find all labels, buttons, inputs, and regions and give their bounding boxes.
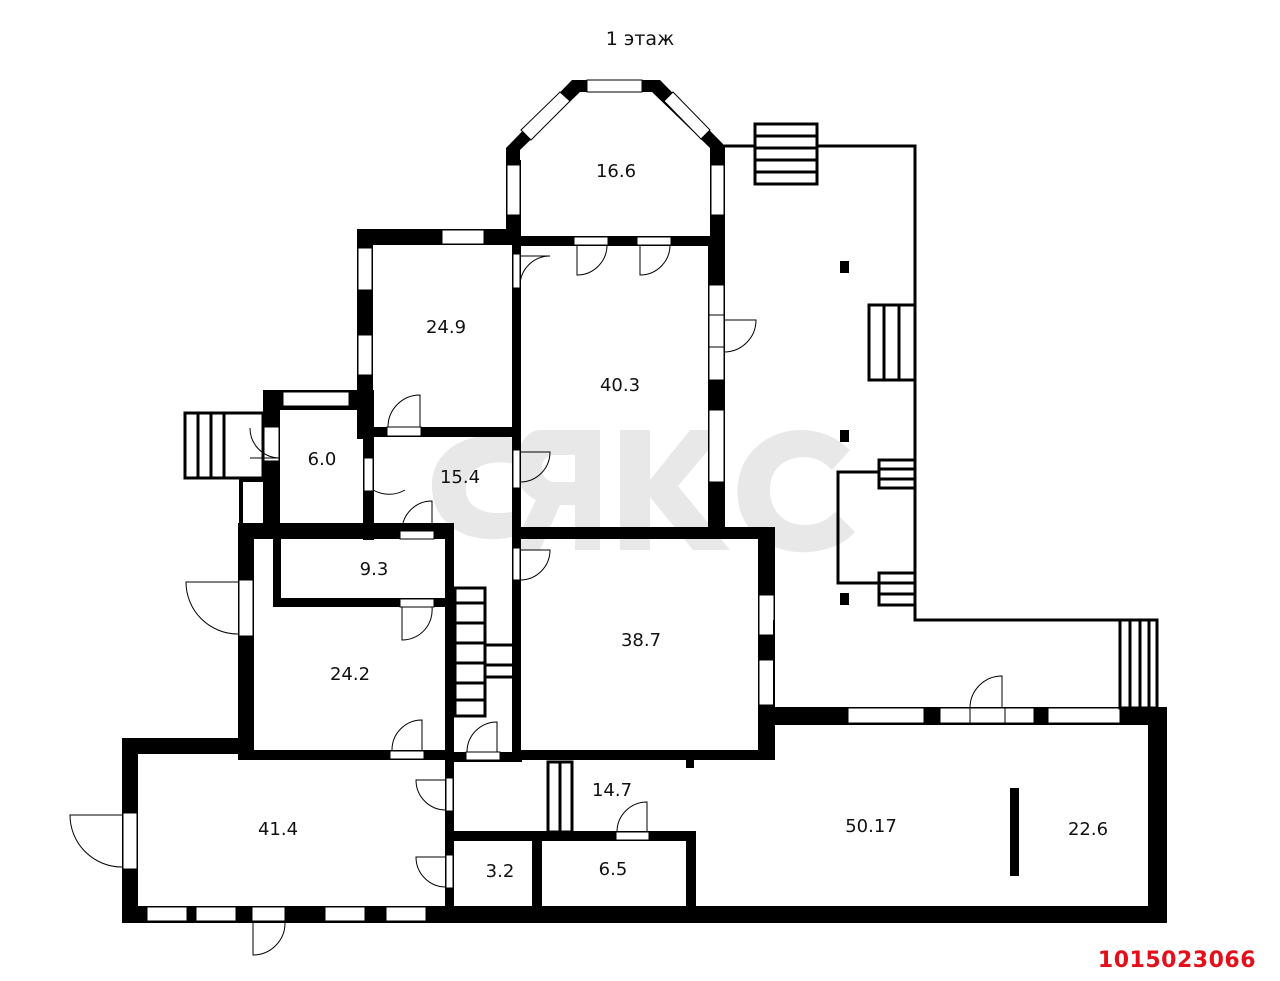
room-area-label: 40.3 [600,375,640,396]
room-area-label: 50.17 [845,816,897,837]
room-area-label: 14.7 [592,780,632,801]
room-area-label: 22.6 [1068,819,1108,840]
room-area-label: 6.0 [308,449,337,470]
floor-title: 1 этаж [605,28,675,50]
room-area-label: 6.5 [599,859,628,880]
walls [122,79,1167,923]
room-area-label: 24.2 [330,664,370,685]
room-area-label: 24.9 [426,317,466,338]
doors [69,244,1003,956]
room-labels: 16.6 24.9 40.3 6.0 15.4 9.3 24.2 38.7 41… [258,161,1108,882]
inner-stairs [453,586,574,834]
room-area-label: 41.4 [258,819,298,840]
watermark [431,430,855,553]
room-area-label: 9.3 [360,559,389,580]
outside-stairs [183,411,265,480]
listing-id: 1015023066 [1097,948,1256,973]
room-area-label: 38.7 [621,630,661,651]
columns [840,261,849,605]
room-area-label: 16.6 [596,161,636,182]
terrace [724,122,1159,710]
room-area-label: 3.2 [486,861,515,882]
room-area-label: 15.4 [440,467,480,488]
